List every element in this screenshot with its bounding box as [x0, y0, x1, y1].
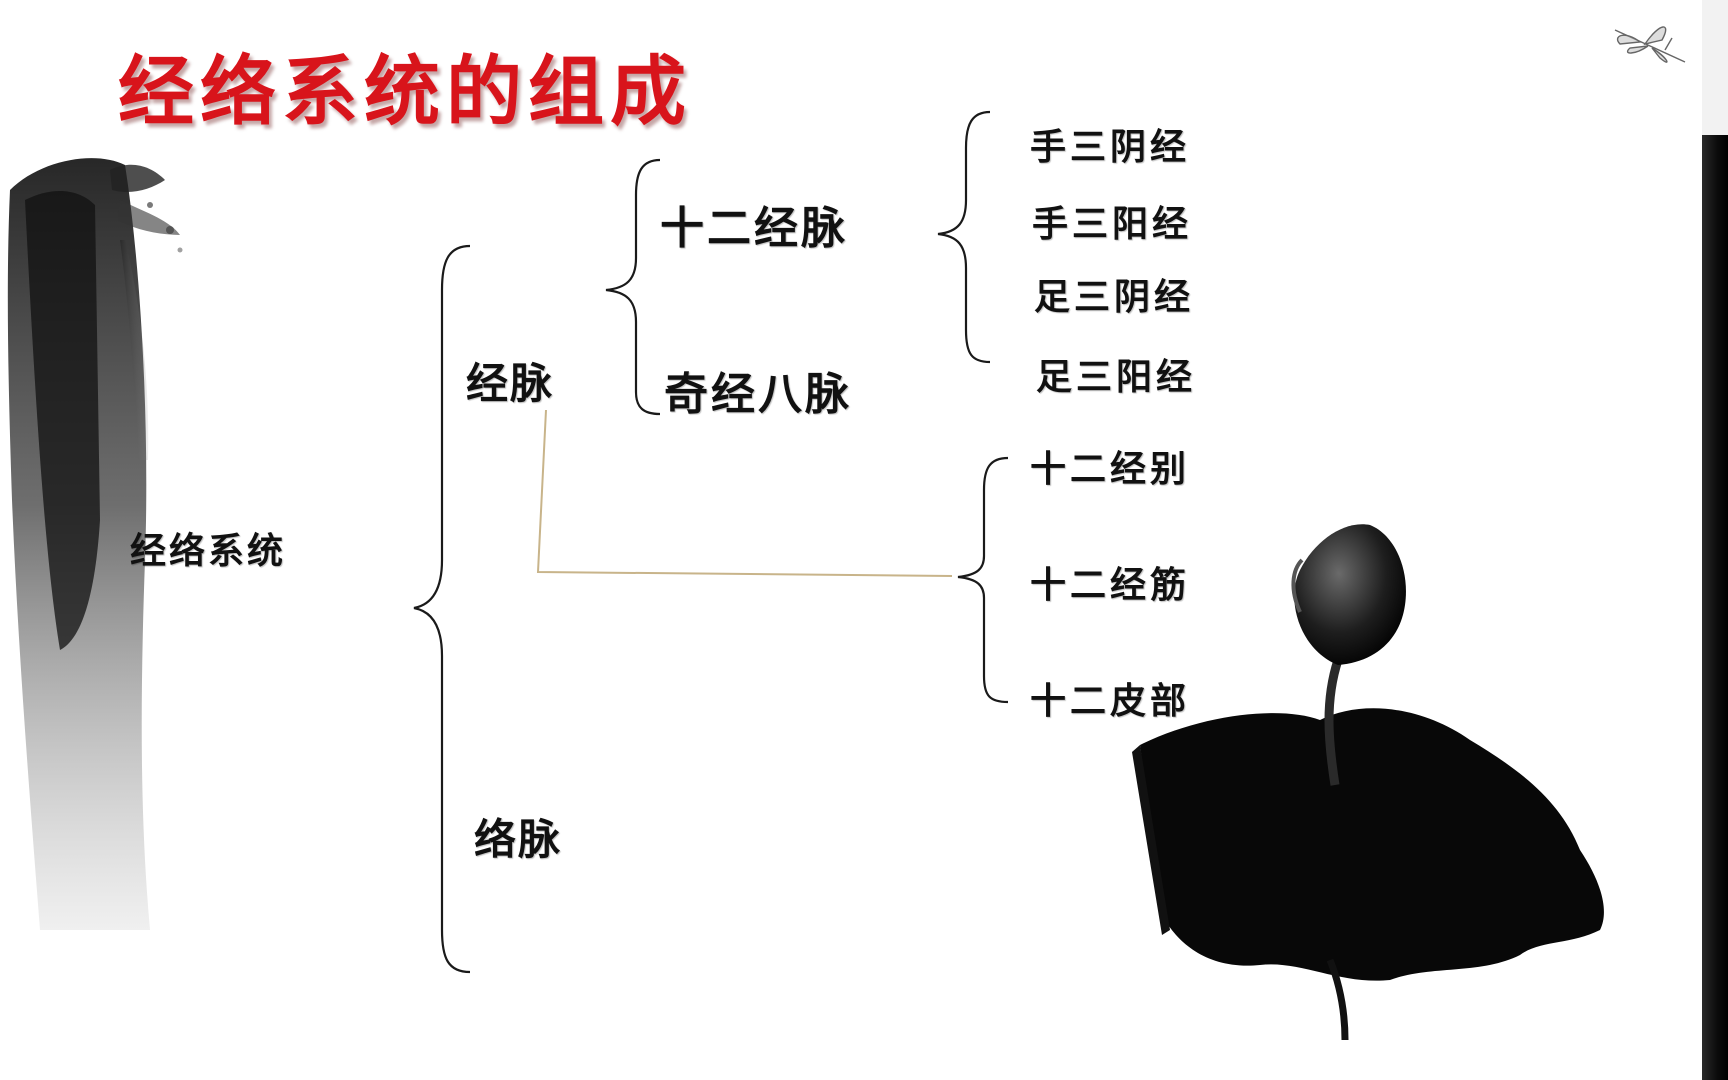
node-twelve-sinew: 十二经筋 — [1030, 565, 1191, 606]
twelve-meridians-bracket — [937, 110, 991, 364]
node-foot-three-yin: 足三阴经 — [1034, 277, 1195, 318]
dragonfly-icon — [1614, 26, 1686, 63]
node-jingmai: 经脉 — [466, 359, 555, 408]
root-bracket — [413, 244, 471, 974]
page-title: 经络系统的组成 — [118, 47, 692, 136]
right-edge-strip-top — [1702, 0, 1728, 135]
node-hand-three-yang: 手三阳经 — [1032, 204, 1193, 245]
node-root: 经络系统 — [130, 531, 287, 572]
node-hand-three-yin: 手三阴经 — [1030, 127, 1191, 168]
attached-bracket — [957, 456, 1009, 704]
ink-lotus-decoration — [1132, 524, 1604, 1041]
ink-brush-stroke-decoration — [7, 158, 183, 931]
connector-line — [536, 409, 953, 577]
node-foot-three-yang: 足三阳经 — [1036, 357, 1197, 398]
node-twelve-meridians: 十二经脉 — [660, 203, 848, 254]
node-luomai: 络脉 — [474, 815, 563, 864]
right-edge-strip — [1702, 0, 1728, 1080]
node-eight-extra-meridians: 奇经八脉 — [664, 369, 852, 420]
node-twelve-divergent: 十二经别 — [1030, 449, 1191, 490]
jingmai-bracket — [605, 158, 661, 416]
node-twelve-cutaneous: 十二皮部 — [1030, 681, 1191, 722]
